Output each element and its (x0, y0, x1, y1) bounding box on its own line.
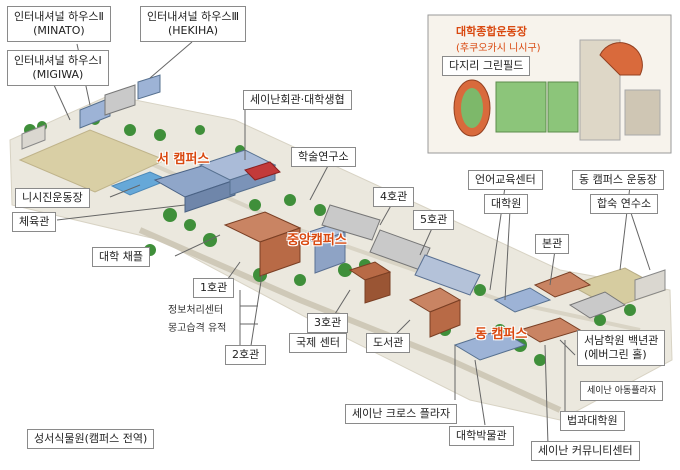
label-info-center: 정보처리센터 (168, 305, 224, 316)
house-hekiha-name: 인터내셔널 하우스Ⅲ (147, 10, 240, 23)
label-hall5: 5호관 (413, 210, 455, 230)
label-nishijin-ground: 니시진운동장 (15, 188, 90, 208)
label-graduate-school: 대학원 (484, 194, 529, 214)
house-minato-name: 인터내셔널 하우스Ⅱ (14, 10, 104, 23)
campus-label-east: 동 캠퍼스 (475, 327, 528, 342)
campus-label-west: 서 캠퍼스 (157, 152, 210, 167)
label-international-center: 국제 센터 (289, 333, 347, 353)
house-migiwa-name: 인터내셔널 하우스Ⅰ (14, 54, 102, 67)
label-museum: 대학박물관 (449, 426, 514, 446)
label-botanical-garden: 성서식물원(캠퍼스 전역) (27, 429, 155, 449)
label-centennial: 서남학원 백년관 (에버그린 홀) (577, 330, 666, 366)
nishijin-ground-field (18, 129, 167, 193)
label-gym: 체육관 (12, 212, 57, 232)
centennial-sub: (에버그린 홀) (584, 348, 647, 361)
label-community-center: 세이난 커뮤니티센터 (531, 441, 640, 461)
central-buildings (223, 204, 481, 338)
centennial-name: 서남학원 백년관 (584, 334, 659, 347)
label-cross-plaza: 세이난 크로스 플라자 (345, 404, 458, 424)
main-road (138, 227, 562, 413)
leader-lines (53, 41, 651, 446)
label-house-migiwa: 인터내셔널 하우스Ⅰ (MIGIWA) (7, 50, 109, 86)
label-main-hall: 본관 (535, 234, 570, 254)
label-library: 도서관 (366, 333, 411, 353)
label-hall3: 3호관 (307, 313, 349, 333)
label-tajiri-greenfield: 다지리 그린필드 (442, 56, 531, 76)
inset-map (453, 39, 661, 141)
inset-title: 대학종합운동장 (456, 25, 527, 38)
label-east-ground: 동 캠퍼스 운동장 (572, 170, 664, 190)
label-kids-plaza: 세이난 아동플라자 (580, 381, 664, 401)
label-hall1: 1호관 (193, 278, 235, 298)
east-buildings (453, 269, 666, 361)
label-hall4: 4호관 (373, 187, 415, 207)
label-house-hekiha: 인터내셔널 하우스Ⅲ (HEKIHA) (140, 6, 247, 42)
label-seminar-house: 합숙 연수소 (590, 194, 659, 214)
label-hall2: 2호관 (225, 345, 267, 365)
west-buildings (21, 74, 281, 213)
label-chapel: 대학 채플 (92, 247, 150, 267)
label-academic-institute: 학술연구소 (291, 147, 356, 167)
label-house-minato: 인터내셔널 하우스Ⅱ (MINATO) (7, 6, 111, 42)
label-seinan-hall: 세이난회관·대학생협 (243, 90, 352, 110)
house-migiwa-sub: (MIGIWA) (32, 68, 84, 81)
house-hekiha-sub: (HEKIHA) (167, 24, 219, 37)
label-mongol-ruins: 몽고습격 유적 (168, 323, 227, 334)
inset-subtitle: (후쿠오카시 니시구) (456, 43, 541, 54)
label-law-school: 법과대학원 (560, 411, 625, 431)
label-language-center: 언어교육센터 (468, 170, 543, 190)
house-minato-sub: (MINATO) (33, 24, 85, 37)
campus-label-central: 중앙캠퍼스 (287, 233, 347, 248)
